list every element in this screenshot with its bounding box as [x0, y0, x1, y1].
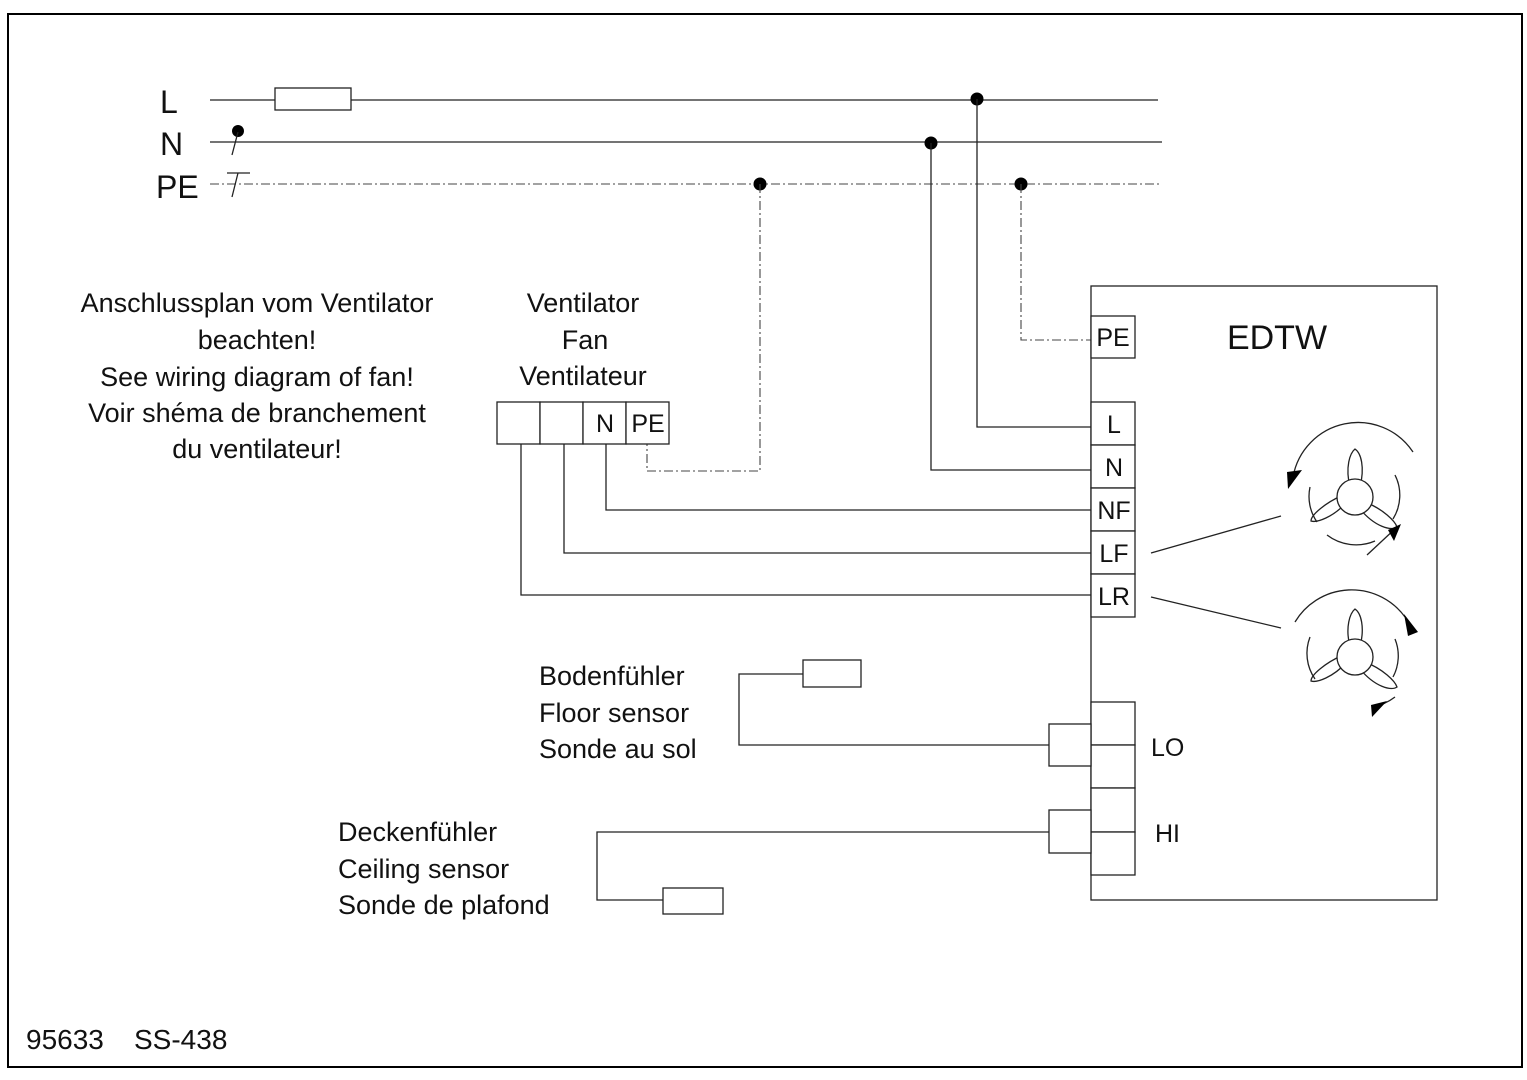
fan-block: Ventilator Fan Ventilateur N PE — [496, 288, 670, 445]
fan-terminal — [539, 401, 584, 445]
ceiling-sensor-probe — [662, 887, 724, 915]
lo-label: LO — [1151, 734, 1184, 762]
switch-pe-lever — [231, 172, 239, 198]
note-line: beachten! — [198, 325, 317, 355]
floor-sensor-probe — [802, 659, 862, 688]
hi-label: HI — [1155, 820, 1180, 848]
footer-code: 95633 — [26, 1024, 104, 1055]
note-line: Voir shéma de branchement — [88, 398, 426, 428]
floor-sensor-label: Floor sensor — [539, 698, 689, 728]
ceiling-sensor: Deckenfühler Ceiling sensor Sonde de pla… — [338, 817, 1049, 920]
fan-reverse-icon — [1294, 589, 1418, 717]
supply-label-n: N — [160, 126, 183, 162]
fuse — [274, 87, 352, 111]
leader-lf — [1150, 515, 1282, 554]
fan-terminal — [496, 401, 541, 445]
wire-n — [930, 143, 1091, 471]
fan-wiring-note: Anschlussplan vom Ventilator beachten! S… — [81, 288, 434, 464]
ceiling-sensor-cable — [596, 831, 1049, 901]
lo-plug — [1048, 723, 1092, 767]
wire-lf — [563, 444, 1091, 554]
wire-lr — [520, 444, 1091, 596]
ceiling-sensor-label: Sonde de plafond — [338, 890, 550, 920]
unit-terminal-label: PE — [1096, 324, 1129, 352]
unit-terminal-n — [1090, 444, 1136, 489]
fan-label-line: Fan — [562, 325, 609, 355]
unit-title: EDTW — [1227, 319, 1327, 357]
floor-sensor-label: Bodenfühler — [539, 661, 685, 691]
supply-label-l: L — [160, 84, 178, 120]
lo-socket-top — [1090, 701, 1136, 746]
unit-terminal-label: NF — [1097, 497, 1130, 525]
wire-l — [976, 99, 1091, 428]
wire-pe-unit — [1020, 184, 1091, 341]
hi-socket-bottom — [1090, 831, 1136, 876]
switch-n-contact — [232, 125, 244, 137]
unit-housing — [1090, 285, 1438, 901]
unit-terminal-label: LF — [1099, 540, 1128, 568]
unit-terminal-lr — [1090, 573, 1136, 618]
supply-label-pe: PE — [156, 169, 199, 205]
floor-sensor-label: Sonde au sol — [539, 734, 697, 764]
floor-sensor-cable — [738, 673, 1049, 746]
unit-terminal-pe — [1090, 315, 1136, 359]
floor-sensor: Bodenfühler Floor sensor Sonde au sol — [539, 659, 1049, 764]
note-line: du ventilateur! — [172, 434, 342, 464]
fan-terminal — [582, 401, 627, 445]
unit-terminal-l — [1090, 401, 1136, 446]
note-line: See wiring diagram of fan! — [100, 362, 414, 392]
diagram-frame — [7, 13, 1523, 1068]
unit-terminal-label: L — [1107, 411, 1121, 439]
fan-label-line: Ventilator — [527, 288, 640, 318]
ceiling-sensor-label: Ceiling sensor — [338, 854, 509, 884]
leader-lr — [1150, 596, 1282, 629]
unit-terminal-nf — [1090, 487, 1136, 532]
wire-nf — [605, 444, 1091, 511]
hi-socket-top — [1090, 787, 1136, 833]
edtw-unit: EDTW PE L N NF LF LR LO HI — [1048, 285, 1438, 901]
switch-n-lever — [231, 131, 239, 156]
lo-socket-bottom — [1090, 744, 1136, 789]
fan-label-line: Ventilateur — [519, 361, 647, 391]
wire-pe-fan — [646, 184, 761, 472]
fan-terminal-label-n: N — [596, 410, 614, 438]
note-line: Anschlussplan vom Ventilator — [81, 288, 434, 318]
wires — [520, 99, 1091, 596]
supply-lines — [210, 87, 1162, 198]
ceiling-sensor-label: Deckenfühler — [338, 817, 497, 847]
unit-terminal-label: N — [1105, 454, 1123, 482]
hi-plug — [1048, 809, 1092, 854]
fan-forward-icon — [1287, 421, 1414, 556]
fan-terminal — [625, 401, 670, 445]
footer-ref: SS-438 — [134, 1024, 227, 1055]
fan-terminal-label-pe: PE — [631, 410, 664, 438]
unit-terminal-label: LR — [1098, 583, 1130, 611]
